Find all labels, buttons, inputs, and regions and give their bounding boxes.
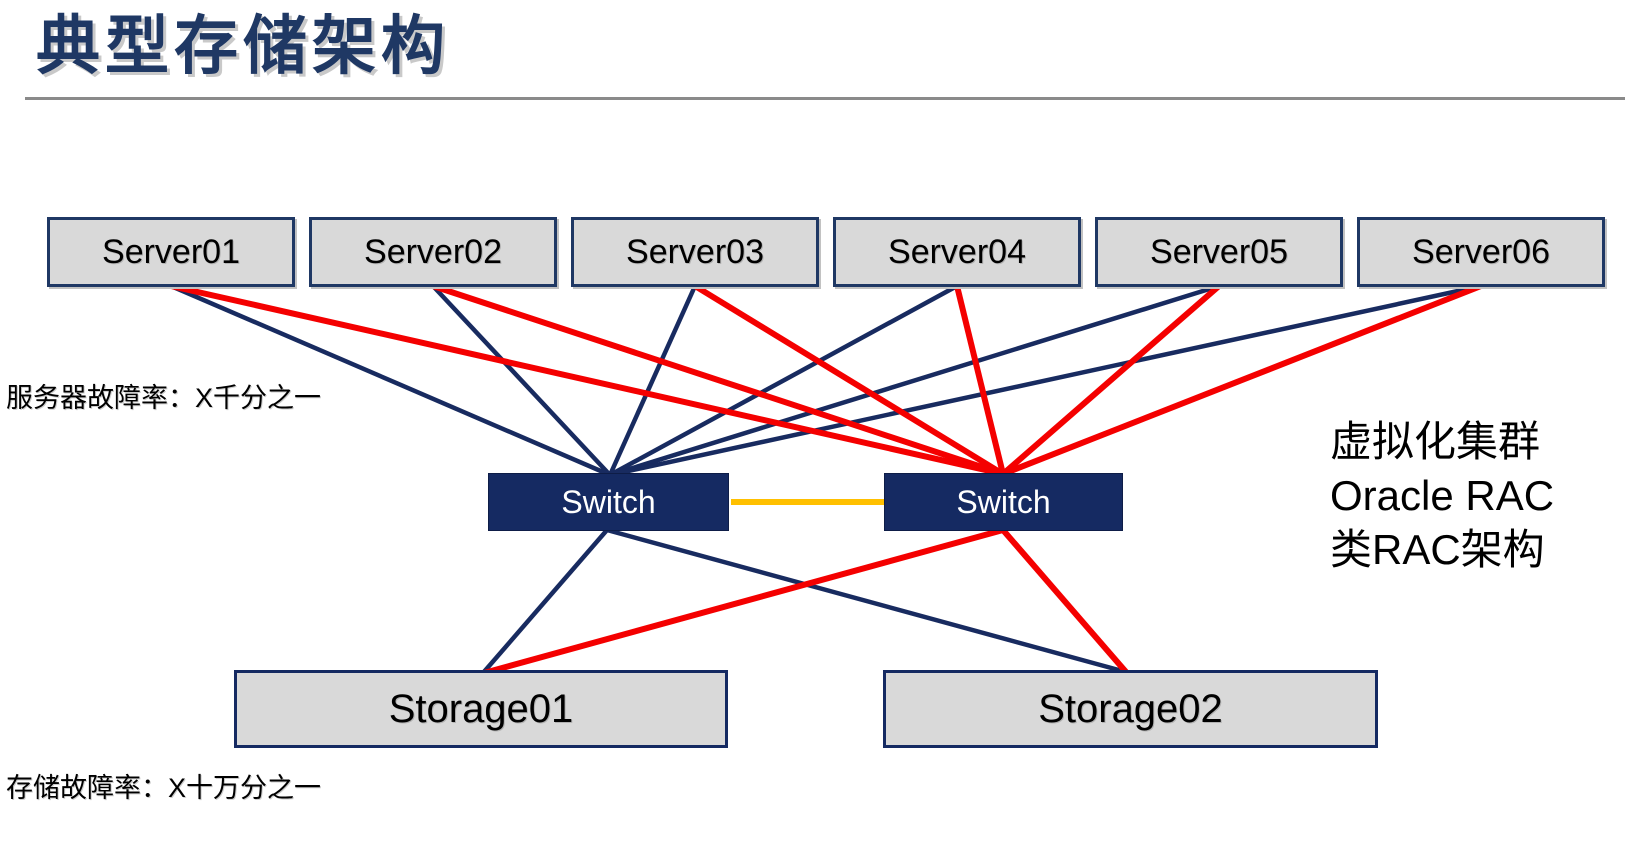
storage02-label: Storage02 — [1038, 686, 1223, 731]
server-failure-rate-label: 服务器故障率：X千分之一 — [6, 383, 322, 413]
cluster-note-line2: Oracle RAC — [1330, 472, 1555, 519]
server03-box: Server03 — [571, 217, 819, 287]
cluster-note-line3: 类RAC架构 — [1330, 526, 1545, 573]
link-server03-switch2 — [693, 283, 1005, 477]
link-server04-switch1 — [608, 284, 959, 477]
server02-box: Server02 — [309, 217, 557, 287]
red-links-group — [170, 283, 1483, 676]
cluster-note-line1: 虚拟化集群 — [1330, 418, 1541, 465]
page-title: 典型存储架构 — [36, 10, 450, 82]
navy-links-group — [170, 283, 1482, 675]
server01-box: Server01 — [47, 217, 295, 287]
link-server04-switch2 — [954, 285, 1006, 475]
link-server06-switch1 — [609, 283, 1482, 478]
server06-box: Server06 — [1357, 217, 1605, 287]
storage02-box: Storage02 — [883, 670, 1378, 748]
link-server05-switch1 — [609, 283, 1220, 478]
link-switch2-storage01 — [483, 527, 1004, 676]
server05-label: Server05 — [1150, 232, 1288, 271]
link-switch1-storage02 — [606, 527, 1127, 675]
link-server06-switch2 — [1001, 283, 1483, 477]
switch2-box: Switch — [884, 473, 1123, 531]
server06-label: Server06 — [1412, 232, 1550, 271]
storage01-label: Storage01 — [388, 686, 574, 731]
server04-box: Server04 — [833, 217, 1081, 287]
link-server02-switch1 — [431, 284, 612, 477]
link-switch2-storage02 — [1000, 528, 1129, 674]
storage-failure-rate-label: 存储故障率：X十万分之一 — [6, 773, 322, 803]
link-server01-switch2 — [170, 283, 1004, 477]
server01-label: Server01 — [102, 232, 240, 271]
cluster-note: 虚拟化集群 Oracle RAC 类RAC架构 — [1330, 415, 1554, 577]
title-divider-line — [25, 97, 1625, 100]
link-server05-switch2 — [1001, 283, 1221, 477]
switch2-label: Switch — [956, 483, 1051, 520]
link-server03-switch1 — [607, 285, 698, 476]
server03-label: Server03 — [626, 232, 764, 271]
server04-label: Server04 — [888, 232, 1026, 271]
server05-box: Server05 — [1095, 217, 1343, 287]
switch1-label: Switch — [561, 483, 656, 520]
server02-label: Server02 — [364, 232, 502, 271]
switch1-box: Switch — [488, 473, 729, 531]
link-server01-switch1 — [170, 283, 611, 478]
link-server02-switch2 — [432, 283, 1004, 477]
storage01-box: Storage01 — [234, 670, 728, 748]
link-switch1-storage01 — [481, 528, 609, 675]
